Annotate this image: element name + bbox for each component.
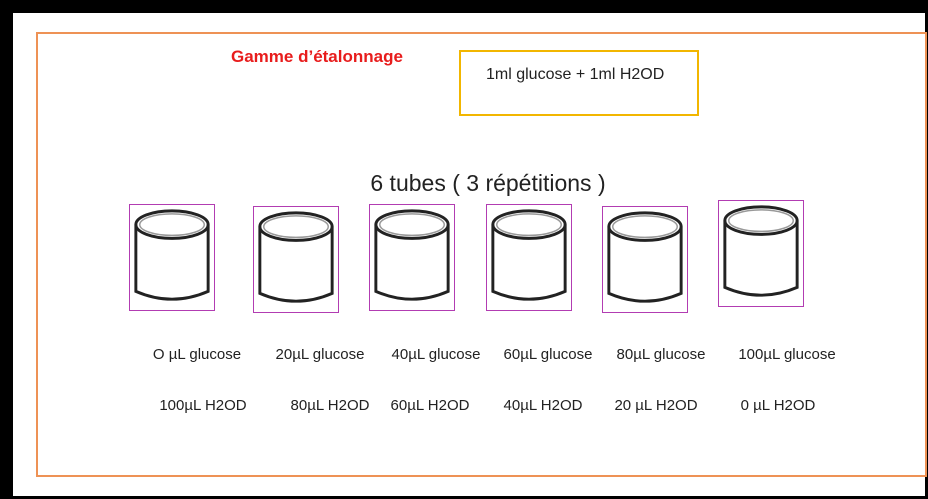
water-label-3: 60µL H2OD (390, 397, 470, 414)
tube-icon (374, 209, 450, 301)
glucose-label-4: 60µL glucose (503, 346, 593, 363)
tube-2 (253, 206, 339, 313)
diagram-title: Gamme d’étalonnage (231, 47, 403, 66)
recipe-text: 1ml glucose + 1ml H2OD (486, 66, 665, 83)
tube-1 (129, 204, 215, 311)
tubes-heading: 6 tubes ( 3 répétitions ) (370, 170, 606, 196)
tube-4 (486, 204, 572, 311)
tube-icon (134, 209, 210, 301)
tube-5 (602, 206, 688, 313)
glucose-label-5: 80µL glucose (616, 346, 706, 363)
water-label-5: 20 µL H2OD (614, 397, 698, 414)
tube-icon (723, 205, 799, 297)
tube-icon (607, 211, 683, 303)
recipe-box: 1ml glucose + 1ml H2OD (459, 50, 699, 116)
diagram-panel (36, 32, 927, 477)
water-label-6: 0 µL H2OD (740, 397, 816, 414)
water-label-4: 40µL H2OD (503, 397, 583, 414)
glucose-label-1: O µL glucose (152, 346, 242, 363)
tube-3 (369, 204, 455, 311)
tube-icon (491, 209, 567, 301)
glucose-label-3: 40µL glucose (391, 346, 481, 363)
water-label-2: 80µL H2OD (290, 397, 370, 414)
water-label-1: 100µL H2OD (159, 397, 247, 414)
tube-icon (258, 211, 334, 303)
glucose-label-6: 100µL glucose (738, 346, 836, 363)
glucose-label-2: 20µL glucose (275, 346, 365, 363)
tube-6 (718, 200, 804, 307)
